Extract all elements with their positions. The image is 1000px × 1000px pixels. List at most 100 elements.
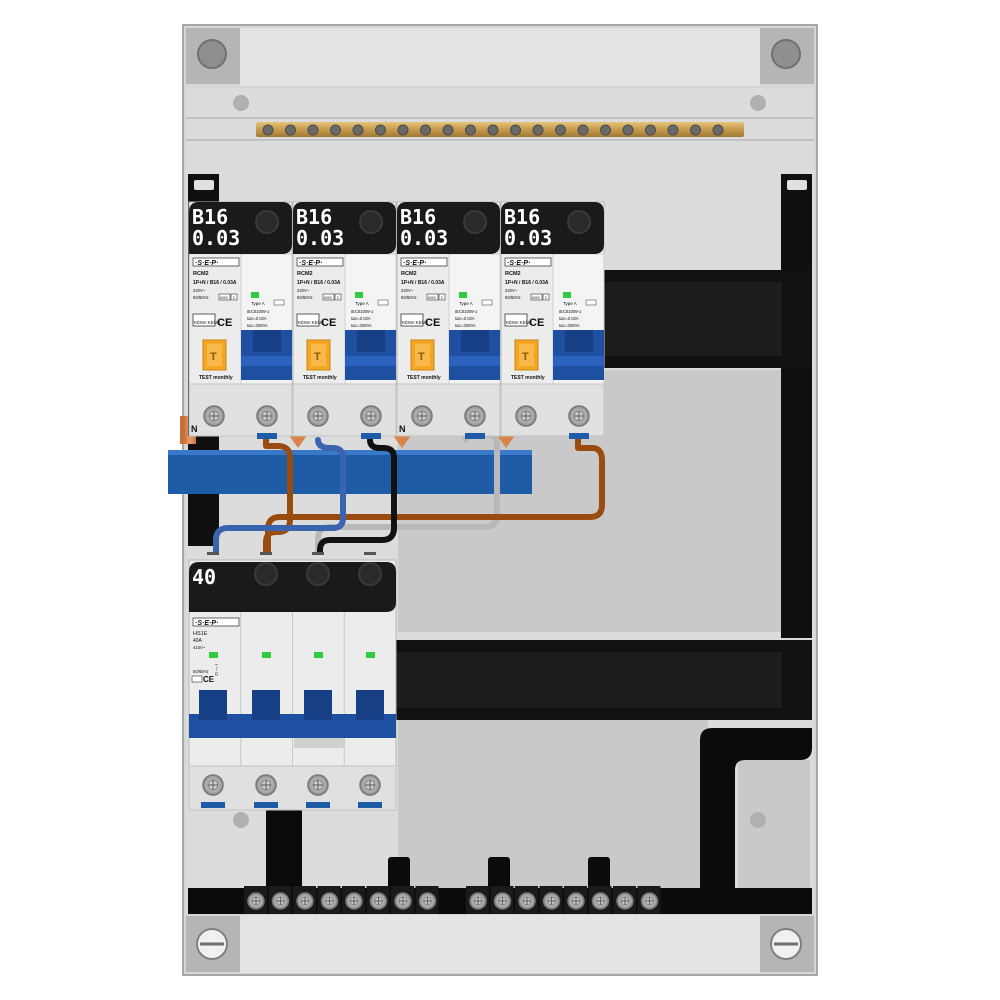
toggle-lever[interactable] [461,330,489,352]
main-switch-terminal[interactable] [307,774,329,796]
toggle-lever[interactable] [357,330,385,352]
toggle-lever[interactable] [565,330,593,352]
din-rail-top-groove [600,282,782,356]
main-toggle-lever[interactable] [252,690,280,720]
earth-screw[interactable] [510,124,521,136]
test-button-face[interactable] [311,344,326,366]
earth-screw[interactable] [645,124,656,136]
rating-box-text: 6000 [532,296,540,300]
neutral-screw[interactable] [567,892,585,910]
terminal-screw-neutral[interactable] [307,405,329,427]
neutral-screw[interactable] [640,892,659,910]
terminal-screw-load[interactable] [256,405,278,427]
neutral-screw[interactable] [345,892,363,910]
terminal-zone [396,383,501,437]
rcbo-type: Type A [251,301,265,306]
earth-screw[interactable] [262,124,274,136]
terminal-screw-load[interactable] [464,405,486,427]
earth-screw[interactable] [622,124,634,136]
earth-screw[interactable] [352,124,364,136]
earth-screw[interactable] [442,124,454,136]
earth-screw[interactable] [555,124,566,136]
neutral-screw[interactable] [469,892,487,910]
status-indicator [563,292,571,298]
test-instruction: TEST monthly [511,375,545,381]
earth-screw[interactable] [532,124,544,136]
type-symbol-icon [273,299,285,306]
neutral-screw[interactable] [518,892,536,910]
neutral-screw[interactable] [542,892,561,910]
test-button-face[interactable] [519,344,534,366]
main-switch-terminal[interactable] [202,774,224,796]
terminal-screw-neutral[interactable] [203,405,225,427]
earth-screw[interactable] [307,124,319,136]
comb-busbar [168,450,532,494]
terminal-screw-load[interactable] [360,405,382,427]
earth-screw[interactable] [420,124,431,136]
cap-screw-icon [306,562,330,586]
ce-mark: CE [425,317,440,329]
ce-mark: CE [203,675,215,684]
rcbo-model: RCM2 [505,271,521,277]
toggle-lever[interactable] [253,330,281,352]
mount-hole [233,95,249,111]
main-switch-terminal[interactable] [255,774,277,796]
earth-screw[interactable] [487,124,499,136]
class-box-text: 3 [441,295,444,300]
class-box-text: 3 [545,295,548,300]
toggle-ridge [553,356,604,366]
main-switch-terminal[interactable] [359,774,381,796]
rcbo-standard: IEC61009-1 [455,309,478,314]
din-rail-bottom-groove [396,652,782,708]
test-button-label: T [314,351,321,363]
pole-indicator [366,652,375,658]
terminal-screw-load[interactable] [568,405,590,427]
left-frame-slot [194,180,214,190]
neutral-screw[interactable] [591,892,610,910]
neutral-screw[interactable] [418,892,437,910]
main-switch-current: 40A [193,638,203,644]
top-terminal-mark [260,552,272,555]
bottom-cover [240,915,760,973]
earth-screw[interactable] [285,124,296,136]
earth-screw[interactable] [667,124,679,136]
neutral-screw[interactable] [493,892,512,910]
rcbo-voltage: 240V~ [193,288,206,293]
earth-screw[interactable] [330,124,341,136]
earth-screw[interactable] [465,124,476,136]
kema-badge [504,313,528,327]
earth-screw[interactable] [375,124,386,136]
test-button-face[interactable] [415,344,430,366]
main-toggle-lever[interactable] [199,690,227,720]
rating-box-text: 6000 [220,296,228,300]
terminal-screw-neutral[interactable] [515,405,537,427]
rcbo-brand: ·S·E·P· [507,260,530,267]
corner-mount-bottom-left [186,916,240,972]
earth-screw[interactable] [712,124,724,136]
earth-screw[interactable] [600,124,611,136]
status-indicator [355,292,363,298]
earth-screw[interactable] [397,124,409,136]
neutral-screw[interactable] [616,892,634,910]
pole-indicator [314,652,323,658]
neutral-screw[interactable] [247,892,265,910]
class-box-text: 3 [233,295,236,300]
neutral-screw[interactable] [394,892,412,910]
earth-screw[interactable] [690,124,701,136]
right-frame-slot [787,180,807,190]
pole-indicator [209,652,218,658]
neutral-screw[interactable] [271,892,290,910]
neutral-screw[interactable] [369,892,388,910]
earth-screw[interactable] [577,124,589,136]
main-toggle-lever[interactable] [356,690,384,720]
neutral-screw[interactable] [296,892,314,910]
main-toggle-lever[interactable] [304,690,332,720]
test-button-face[interactable] [207,344,222,366]
main-switch-rating: 40 [192,565,216,589]
neutral-screw[interactable] [320,892,339,910]
rcbo-rating: B16 [400,205,436,229]
rcbo-type: Type A [563,301,577,306]
terminal-screw-neutral[interactable] [411,405,433,427]
black-wire [317,437,397,555]
